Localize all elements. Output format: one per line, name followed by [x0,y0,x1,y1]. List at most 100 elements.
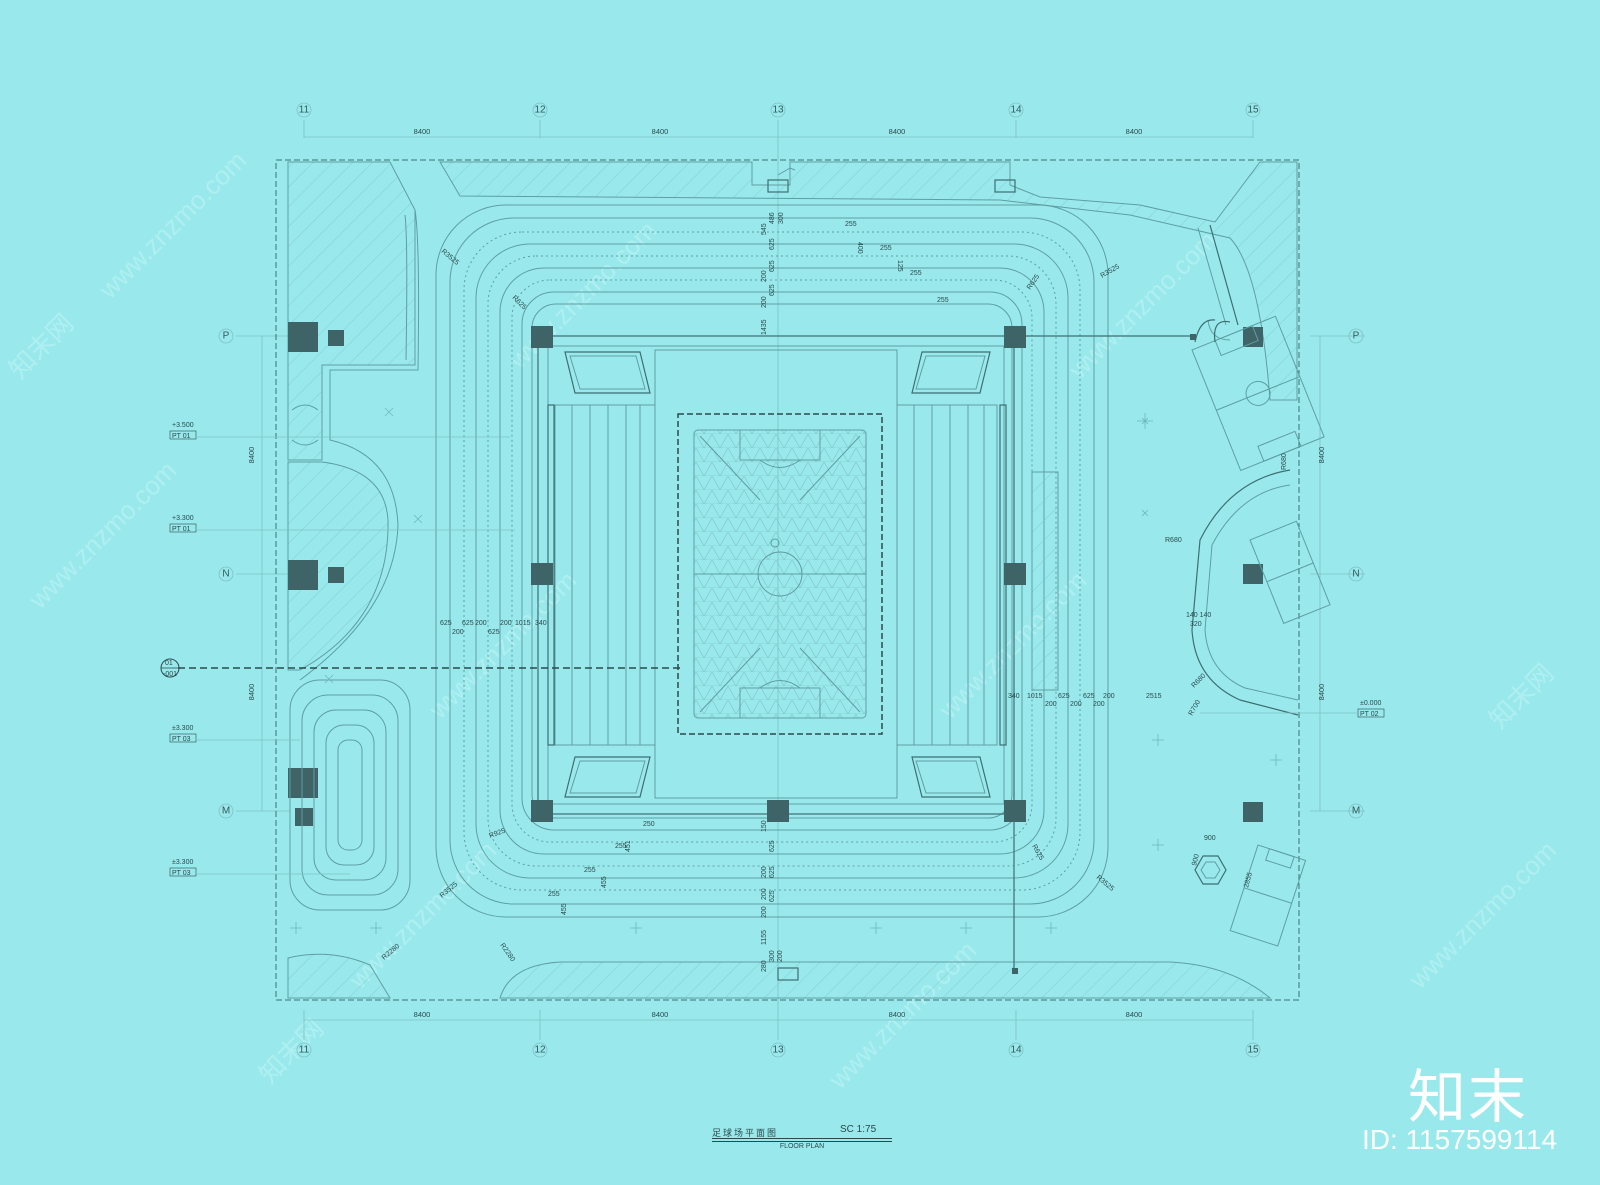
svg-text:±3.300: ±3.300 [172,859,193,866]
image-id-label: ID: 1157599114 [1362,1124,1558,1155]
grid-spacing: 8400 [1126,127,1143,136]
grid-col-label: 15 [1247,1045,1259,1056]
grid-spacing: 8400 [652,1010,669,1019]
grid-row-label: N [1352,569,1359,580]
svg-text:200: 200 [761,906,768,918]
grid-col-label: 11 [299,1045,310,1056]
svg-text:255: 255 [910,270,922,277]
grid-spacing: 8400 [1317,447,1326,464]
svg-text:900: 900 [1191,853,1201,866]
radius-label: R3525 [440,248,460,267]
level-marker: +3.300 PT 01 [169,515,515,533]
mini-field [1229,844,1307,947]
radius-label: R680 [1190,673,1207,690]
column [328,567,344,583]
brand-logo: 知末 [1408,1063,1529,1131]
svg-text:451: 451 [625,840,632,852]
svg-text:455: 455 [561,903,568,915]
grid-row-label: P [223,331,230,342]
watermark-site: www.znzmo.com [422,565,582,725]
svg-text:PT 03: PT 03 [172,736,191,743]
svg-text:625: 625 [769,866,776,878]
column [328,330,344,346]
title-underline [712,1138,892,1139]
svg-text:±0.000: ±0.000 [1360,700,1381,707]
svg-text:200: 200 [777,950,784,962]
column [1243,802,1263,822]
grid-spacing: 8400 [247,684,256,701]
svg-text:625: 625 [769,890,776,902]
svg-text:200: 200 [1103,693,1115,700]
radius-label: R2280 [498,942,516,963]
svg-text:400: 400 [856,242,863,254]
svg-text:255: 255 [615,843,627,850]
watermark-site: www.znzmo.com [502,215,662,375]
svg-text:2855: 2855 [1243,872,1254,889]
drawing-scale: SC 1:75 [840,1124,877,1135]
svg-text:125: 125 [896,260,903,272]
svg-text:255: 255 [845,221,857,228]
svg-text:200: 200 [475,620,487,627]
svg-text:300: 300 [769,950,776,962]
column [288,560,318,590]
column [1243,564,1263,584]
column [531,800,553,822]
watermark-site: www.znzmo.com [22,455,182,615]
grid-col-label: 14 [1010,1045,1022,1056]
grid-spacing: 8400 [889,1010,906,1019]
column [1004,326,1026,348]
svg-text:200: 200 [761,866,768,878]
column [767,800,789,822]
svg-text:200: 200 [1093,701,1105,708]
svg-text:PT 01: PT 01 [172,526,191,533]
svg-text:255: 255 [548,891,560,898]
grid-row-label: P [1353,331,1360,342]
svg-text:1015: 1015 [515,620,531,627]
svg-text:455: 455 [601,876,608,888]
grid-row-label: M [1352,806,1360,817]
column [288,322,318,352]
site-boundary [275,159,1300,1001]
hatched-planters [287,161,1298,999]
level-markers: +3.500 PT 01 +3.300 PT 01 ±3.300 PT 03 ±… [169,422,1385,877]
radius-label: R680 [1165,537,1182,544]
column [1004,800,1026,822]
column [288,768,318,798]
drawing-title-cn: 足球场平面图 [712,1128,779,1138]
grid-spacing: 8400 [1317,684,1326,701]
svg-text:625: 625 [769,238,776,250]
grid-col-label: 12 [534,1045,546,1056]
svg-text:625: 625 [488,629,500,636]
column [531,326,553,348]
svg-text:280: 280 [761,960,768,972]
radius-label: R625 [511,294,528,311]
left-landscape [289,209,420,911]
svg-text:200: 200 [761,888,768,900]
grid-row-label: N [222,569,229,580]
svg-text:1015: 1015 [1027,693,1043,700]
svg-text:±3.300: ±3.300 [172,725,193,732]
entrances [777,167,1231,343]
grid-col-label: 11 [299,105,310,116]
svg-text:255: 255 [937,297,949,304]
column [531,563,553,585]
svg-text:625: 625 [769,840,776,852]
svg-text:200: 200 [1045,701,1057,708]
svg-text:255: 255 [584,867,596,874]
svg-text:625: 625 [1058,693,1070,700]
grid-col-label: 12 [534,105,546,116]
watermark-cn: 知末网 [253,1013,329,1089]
grid-col-label: 15 [1247,105,1259,116]
watermark-site: www.znzmo.com [1402,835,1562,995]
right-landscape [1012,224,1331,974]
grid-spacing: 8400 [652,127,669,136]
svg-text:150: 150 [761,820,768,832]
mini-field [1249,520,1331,625]
grid-spacing: 8400 [414,127,431,136]
dimension-strings: 545 486 300 625 200 625 200 625 1435 255… [440,212,1254,972]
svg-text:200: 200 [452,629,464,636]
svg-text:140 140: 140 140 [1186,612,1211,619]
svg-text:255: 255 [880,245,892,252]
svg-text:625: 625 [769,284,776,296]
mini-field [1191,315,1325,472]
